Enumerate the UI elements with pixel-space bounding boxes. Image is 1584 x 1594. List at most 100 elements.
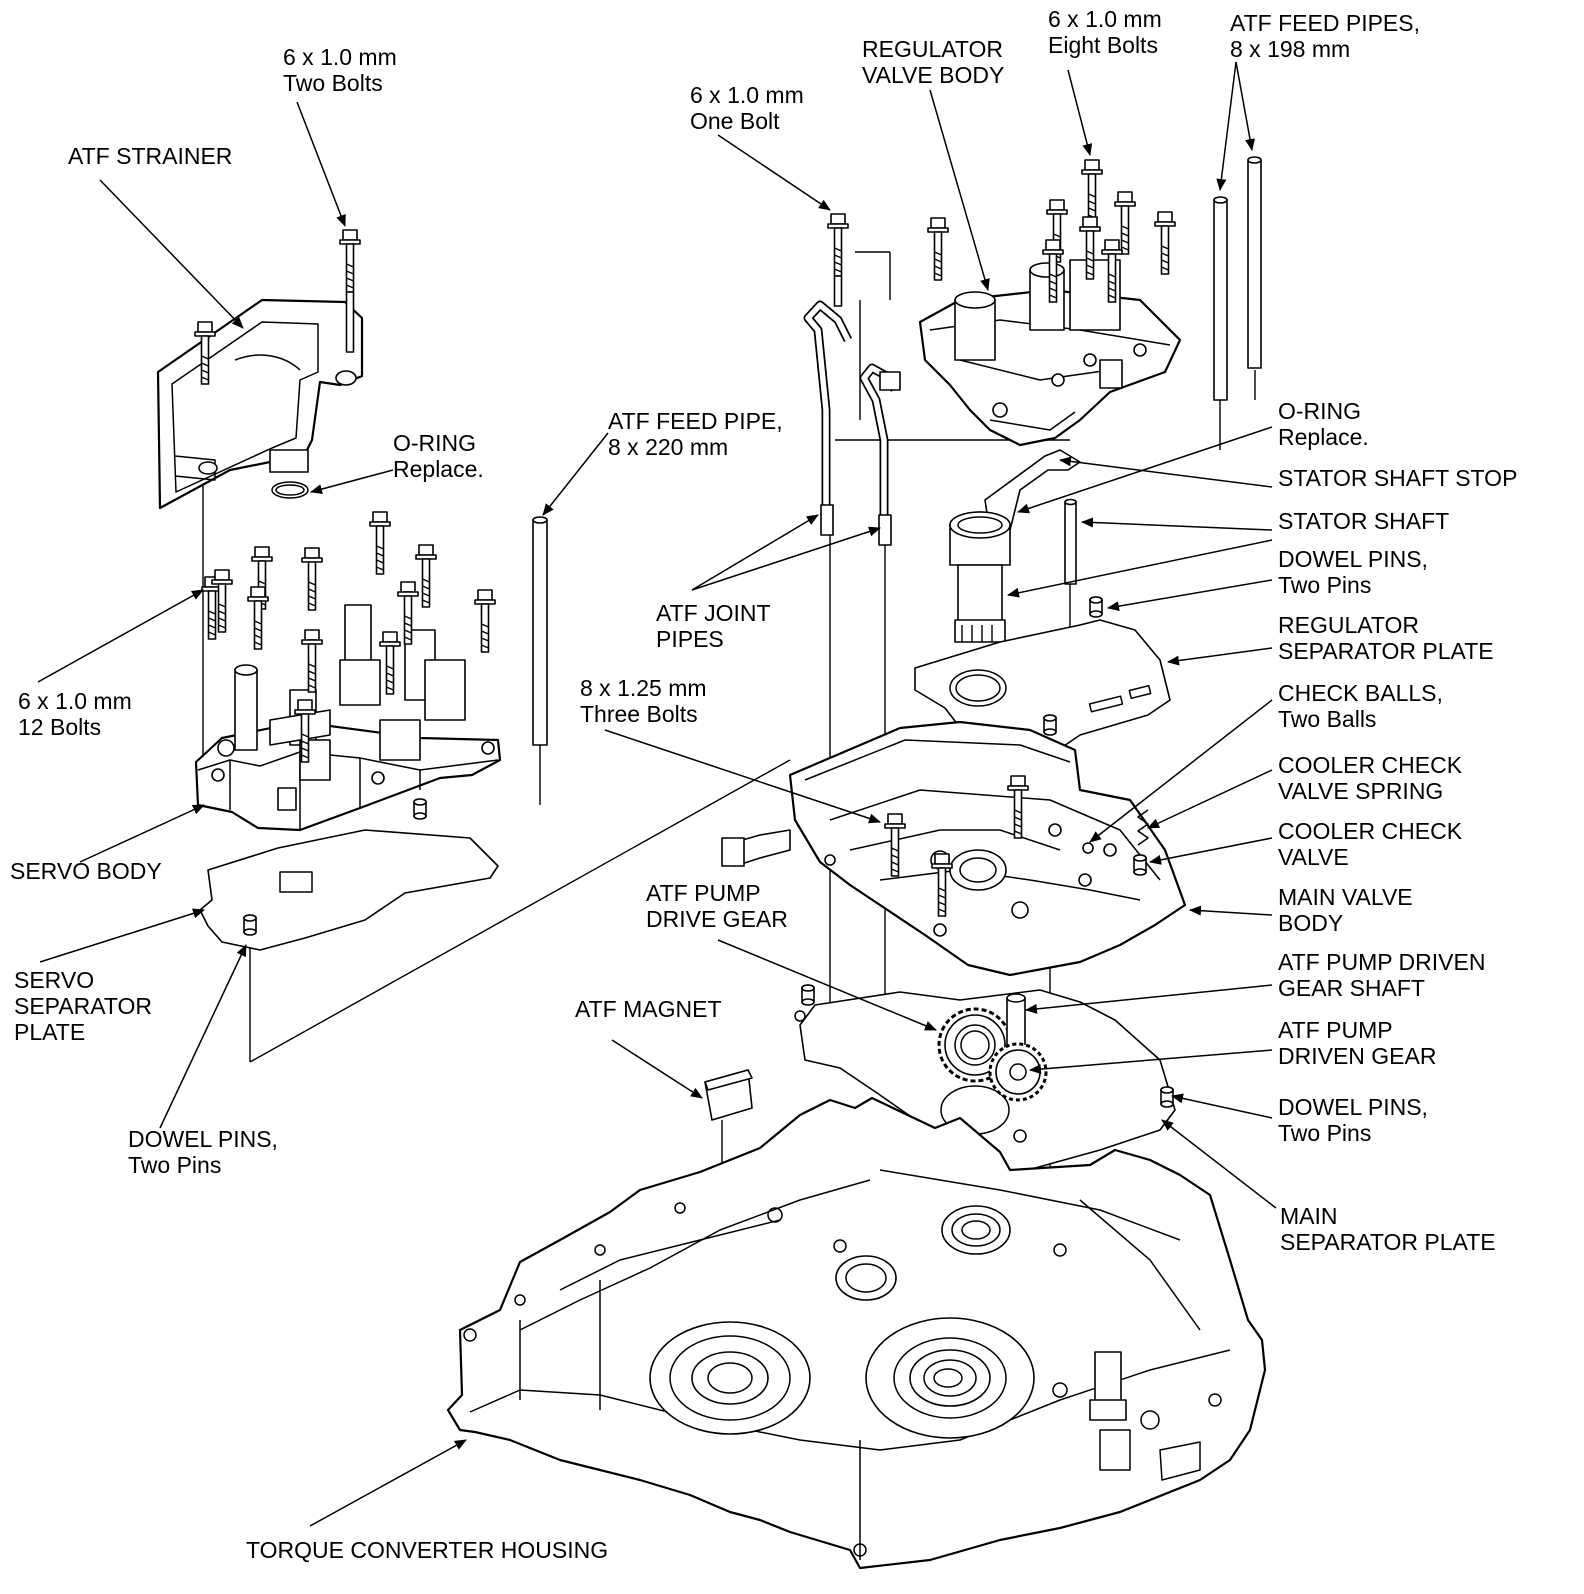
label-line: DOWEL PINS, xyxy=(128,1126,278,1152)
label-line: 8 x 1.25 mm xyxy=(580,675,707,701)
servo-bolt-6 xyxy=(301,629,323,693)
label-line: DOWEL PINS, xyxy=(1278,546,1428,572)
label-dowel-pins-r1: DOWEL PINS, Two Pins xyxy=(1278,546,1428,598)
label-line: 12 Bolts xyxy=(18,714,102,740)
atf-joint-pipes-part xyxy=(803,300,901,546)
label-line: ATF FEED PIPE, xyxy=(608,408,783,434)
label-line: DRIVEN GEAR xyxy=(1278,1043,1437,1069)
label-line: 6 x 1.0 mm xyxy=(690,82,804,108)
reg-bolt-5 xyxy=(1154,211,1176,275)
label-atf-pump-driven-gear-shaft: ATF PUMP DRIVEN GEAR SHAFT xyxy=(1278,949,1485,1001)
dowel-pin-long xyxy=(1064,498,1077,585)
label-regulator-valve-body: REGULATOR VALVE BODY xyxy=(862,36,1004,88)
label-line: GEAR SHAFT xyxy=(1278,975,1425,1001)
label-line: Eight Bolts xyxy=(1048,32,1158,58)
label-dowel-pins-r2: DOWEL PINS, Two Pins xyxy=(1278,1094,1428,1146)
label-o-ring-left: O-RING Replace. xyxy=(393,430,484,482)
servo-dowel-pin-2 xyxy=(413,798,427,820)
label-check-balls: CHECK BALLS, Two Balls xyxy=(1278,680,1443,732)
label-atf-feed-pipe-220: ATF FEED PIPE, 8 x 220 mm xyxy=(608,408,783,460)
label-line: Two Pins xyxy=(1278,572,1372,598)
cooler-check-spring-part xyxy=(1137,809,1149,846)
label-line: PIPES xyxy=(656,626,724,652)
label-line: PLATE xyxy=(14,1019,86,1045)
label-main-valve-body: MAIN VALVE BODY xyxy=(1278,884,1413,936)
label-eight-bolts: 6 x 1.0 mm Eight Bolts xyxy=(1048,6,1162,58)
label-line: MAIN VALVE xyxy=(1278,884,1413,910)
atf-strainer-part xyxy=(156,298,364,510)
label-three-bolts: 8 x 1.25 mm Three Bolts xyxy=(580,675,707,727)
leader-lines xyxy=(37,61,1277,1527)
label-line: 6 x 1.0 mm xyxy=(18,688,132,714)
label-line: ATF FEED PIPES, xyxy=(1230,10,1420,36)
servo-bolt-11 xyxy=(474,589,496,653)
regulator-dowel-pin xyxy=(1089,596,1103,618)
label-two-bolts: 6 x 1.0 mm Two Bolts xyxy=(283,44,397,96)
label-line: Replace. xyxy=(1278,424,1369,450)
label-line: COOLER CHECK xyxy=(1278,752,1463,778)
label-line: STATOR SHAFT STOP xyxy=(1278,465,1518,491)
atf-feed-pipes-198-part xyxy=(1213,156,1262,401)
servo-bolt-7 xyxy=(369,511,391,575)
label-atf-pump-drive-gear: ATF PUMP DRIVE GEAR xyxy=(646,880,788,932)
cooler-check-valve-part xyxy=(1133,854,1147,876)
atf-pump-driven-gear-part xyxy=(988,1042,1048,1102)
label-line: VALVE xyxy=(1278,844,1349,870)
servo-plate-window xyxy=(279,871,313,893)
label-line: Two Balls xyxy=(1278,706,1377,732)
atf-feed-pipe-220-part xyxy=(532,516,548,746)
regulator-separator-plate-part xyxy=(914,619,1171,753)
label-line: VALVE SPRING xyxy=(1278,778,1444,804)
label-line: REGULATOR xyxy=(862,36,1004,62)
servo-bolt-10 xyxy=(379,631,401,695)
servo-bolt-8 xyxy=(415,544,437,608)
label-line: 8 x 198 mm xyxy=(1230,36,1351,62)
label-one-bolt: 6 x 1.0 mm One Bolt xyxy=(690,82,804,134)
servo-bolt-5 xyxy=(301,547,323,611)
label-line: 6 x 1.0 mm xyxy=(1048,6,1162,32)
label-line: STATOR SHAFT xyxy=(1278,508,1450,534)
strainer-bolt-2 xyxy=(339,229,361,293)
label-line: One Bolt xyxy=(690,108,780,134)
label-line: Two Bolts xyxy=(283,70,383,96)
label-line: DRIVE GEAR xyxy=(646,906,788,932)
label-stator-shaft-stop: STATOR SHAFT STOP xyxy=(1278,465,1517,491)
label-servo-separator-plate: SERVO SEPARATOR PLATE xyxy=(14,967,152,1045)
stator-shaft-part xyxy=(949,511,1011,643)
label-line: ATF MAGNET xyxy=(575,996,722,1022)
joint-pipe-bolt xyxy=(827,213,849,277)
label-line: ATF JOINT xyxy=(656,600,771,626)
label-line: DOWEL PINS, xyxy=(1278,1094,1428,1120)
label-line: SEPARATOR xyxy=(14,993,153,1019)
label-cooler-check-valve: COOLER CHECK VALVE xyxy=(1278,818,1462,870)
label-atf-strainer: ATF STRAINER xyxy=(68,143,232,169)
label-line: SERVO BODY xyxy=(10,858,162,884)
label-line: COOLER CHECK xyxy=(1278,818,1463,844)
label-line: ATF PUMP DRIVEN xyxy=(1278,949,1486,975)
reg-bolt-1 xyxy=(927,217,949,281)
label-regulator-separator-plate: REGULATOR SEPARATOR PLATE xyxy=(1278,612,1494,664)
label-line: O-RING xyxy=(1278,398,1362,424)
label-line: 6 x 1.0 mm xyxy=(283,44,397,70)
label-line: ATF PUMP xyxy=(1278,1017,1393,1043)
main-plate-pin-2 xyxy=(1160,1086,1174,1108)
atf-magnet-part xyxy=(704,1069,753,1121)
label-servo-body: SERVO BODY xyxy=(10,858,162,884)
label-main-separator-plate: MAIN SEPARATOR PLATE xyxy=(1280,1203,1496,1255)
label-line: Two Pins xyxy=(1278,1120,1372,1146)
label-line: Two Pins xyxy=(128,1152,222,1178)
reg-plate-pin xyxy=(1043,714,1057,736)
torque-converter-housing-part xyxy=(446,1096,1267,1570)
label-line: O-RING xyxy=(393,430,477,456)
label-line: SEPARATOR PLATE xyxy=(1278,638,1494,664)
label-line: BODY xyxy=(1278,910,1344,936)
label-atf-feed-pipes-198: ATF FEED PIPES, 8 x 198 mm xyxy=(1230,10,1420,62)
label-line: REGULATOR xyxy=(1278,612,1420,638)
label-line: MAIN xyxy=(1280,1203,1338,1229)
servo-bolt-4 xyxy=(247,586,269,650)
label-stator-shaft: STATOR SHAFT xyxy=(1278,508,1449,534)
main-valve-body-part xyxy=(721,720,1187,977)
label-line: VALVE BODY xyxy=(862,62,1005,88)
servo-body-part xyxy=(194,604,502,832)
